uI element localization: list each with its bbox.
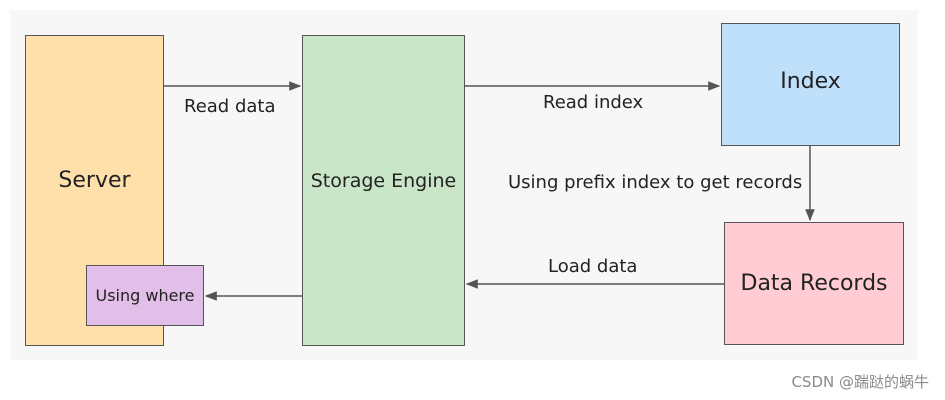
data-records-label: Data Records (740, 271, 888, 296)
index-label: Index (780, 69, 841, 94)
edge-label-read-index: Read index (543, 92, 644, 113)
using-where-label: Using where (95, 286, 195, 305)
index-node: Index (721, 23, 900, 146)
using-where-node: Using where (86, 265, 204, 326)
data-records-node: Data Records (724, 222, 904, 345)
edge-label-load-data: Load data (548, 256, 638, 277)
server-label: Server (58, 168, 131, 193)
storage-engine-label: Storage Engine (310, 169, 457, 192)
edge-label-prefix-index: Using prefix index to get records (508, 172, 803, 193)
storage-engine-node: Storage Engine (302, 35, 465, 346)
watermark: CSDN @踹跶的蜗牛 (791, 373, 929, 391)
edge-label-read-data: Read data (184, 96, 276, 117)
